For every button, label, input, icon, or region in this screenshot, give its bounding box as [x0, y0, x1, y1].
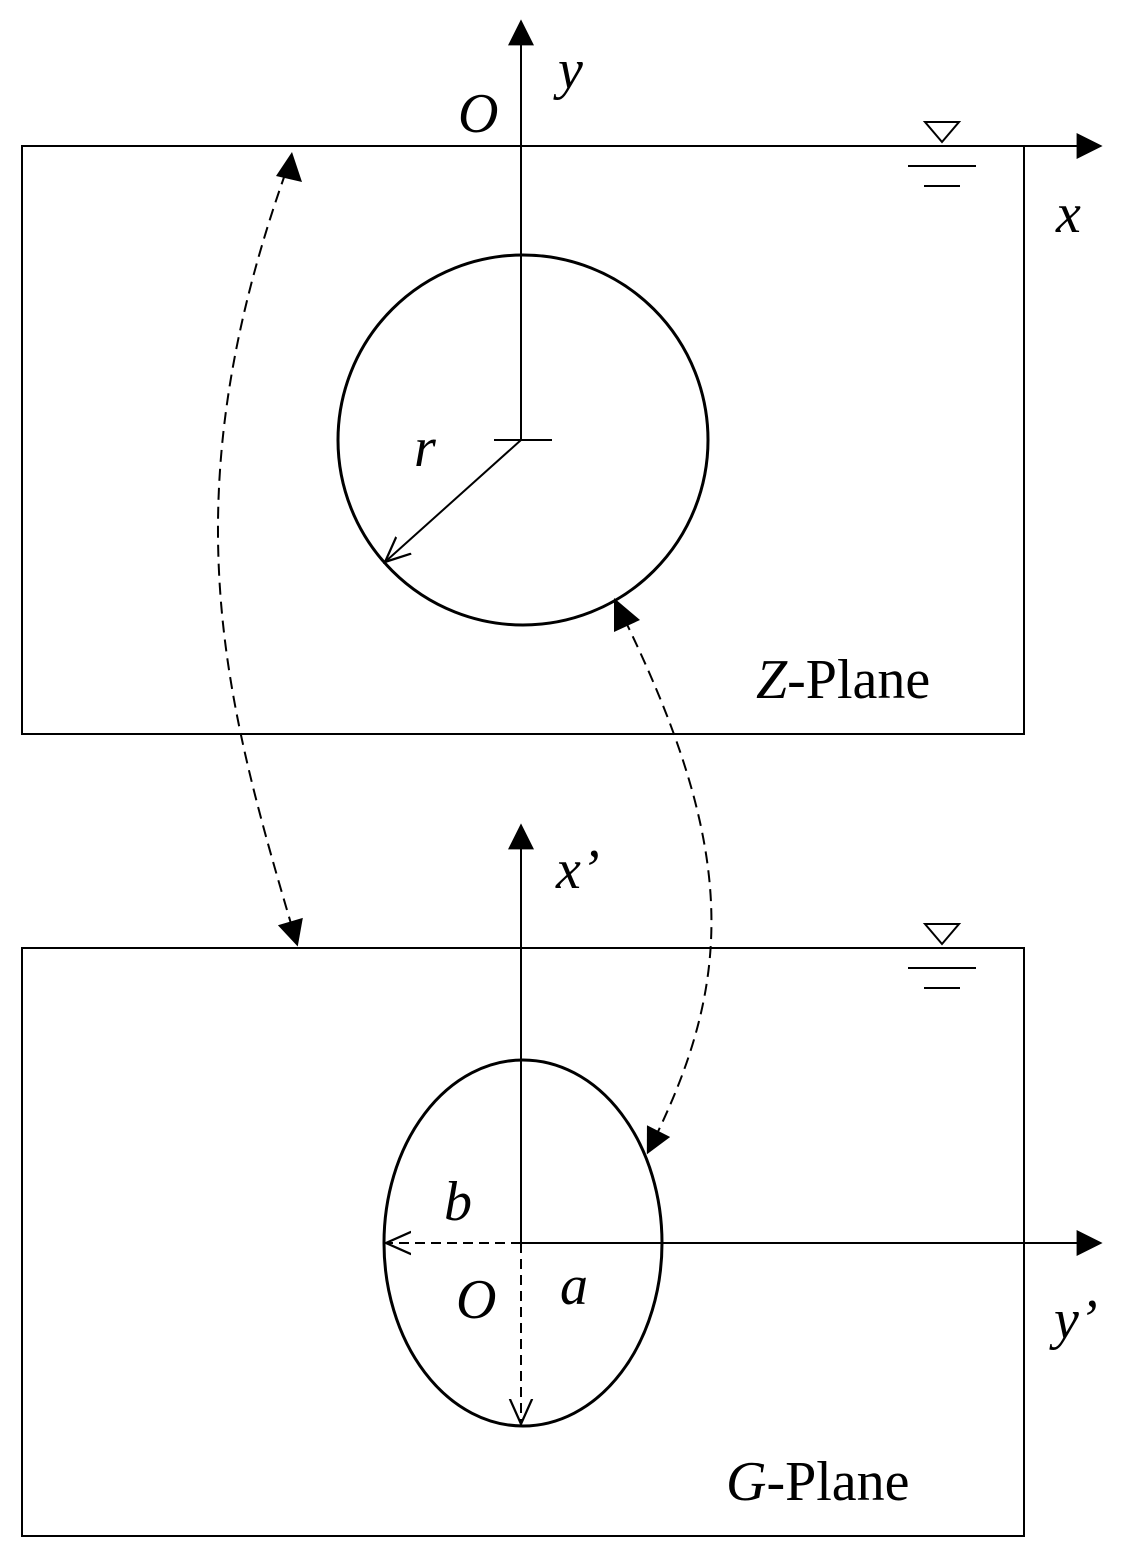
boundary-mapping-arrowhead-top — [614, 598, 640, 632]
g-semi-axis-b-label: b — [444, 1171, 472, 1233]
water-level-icon — [908, 121, 976, 187]
g-plane: x’ y’ b O a G-Plane — [21, 823, 1103, 1537]
z-circular-tunnel — [336, 253, 710, 627]
z-plane-suffix: -Plane — [787, 649, 930, 711]
z-plane: O y x r Z-Plane — [21, 19, 1103, 735]
g-semi-axis-a-label: a — [560, 1255, 588, 1317]
z-origin-label: O — [458, 83, 498, 145]
z-x-axis-label: x — [1055, 183, 1081, 245]
g-plane-title: G-Plane — [726, 1451, 910, 1513]
z-plane-symbol: Z — [756, 649, 788, 711]
g-plane-suffix: -Plane — [766, 1451, 909, 1513]
g-plane-symbol: G — [726, 1451, 766, 1513]
g-origin-label: O — [456, 1269, 496, 1331]
z-radius-label: r — [414, 417, 436, 479]
z-y-axis-label: y — [553, 39, 583, 101]
mapping-arrows — [217, 152, 713, 1155]
boundary-mapping-arrow — [615, 601, 713, 1155]
surface-mapping-arrow — [217, 154, 303, 947]
g-x-prime-axis-label: x’ — [555, 839, 600, 901]
z-radius-arrow — [385, 439, 522, 562]
g-y-prime-axis-label: y’ — [1049, 1289, 1098, 1351]
water-level-icon — [908, 923, 976, 989]
z-plane-title: Z-Plane — [756, 649, 930, 711]
surface-mapping-arrowhead-top — [276, 152, 302, 182]
